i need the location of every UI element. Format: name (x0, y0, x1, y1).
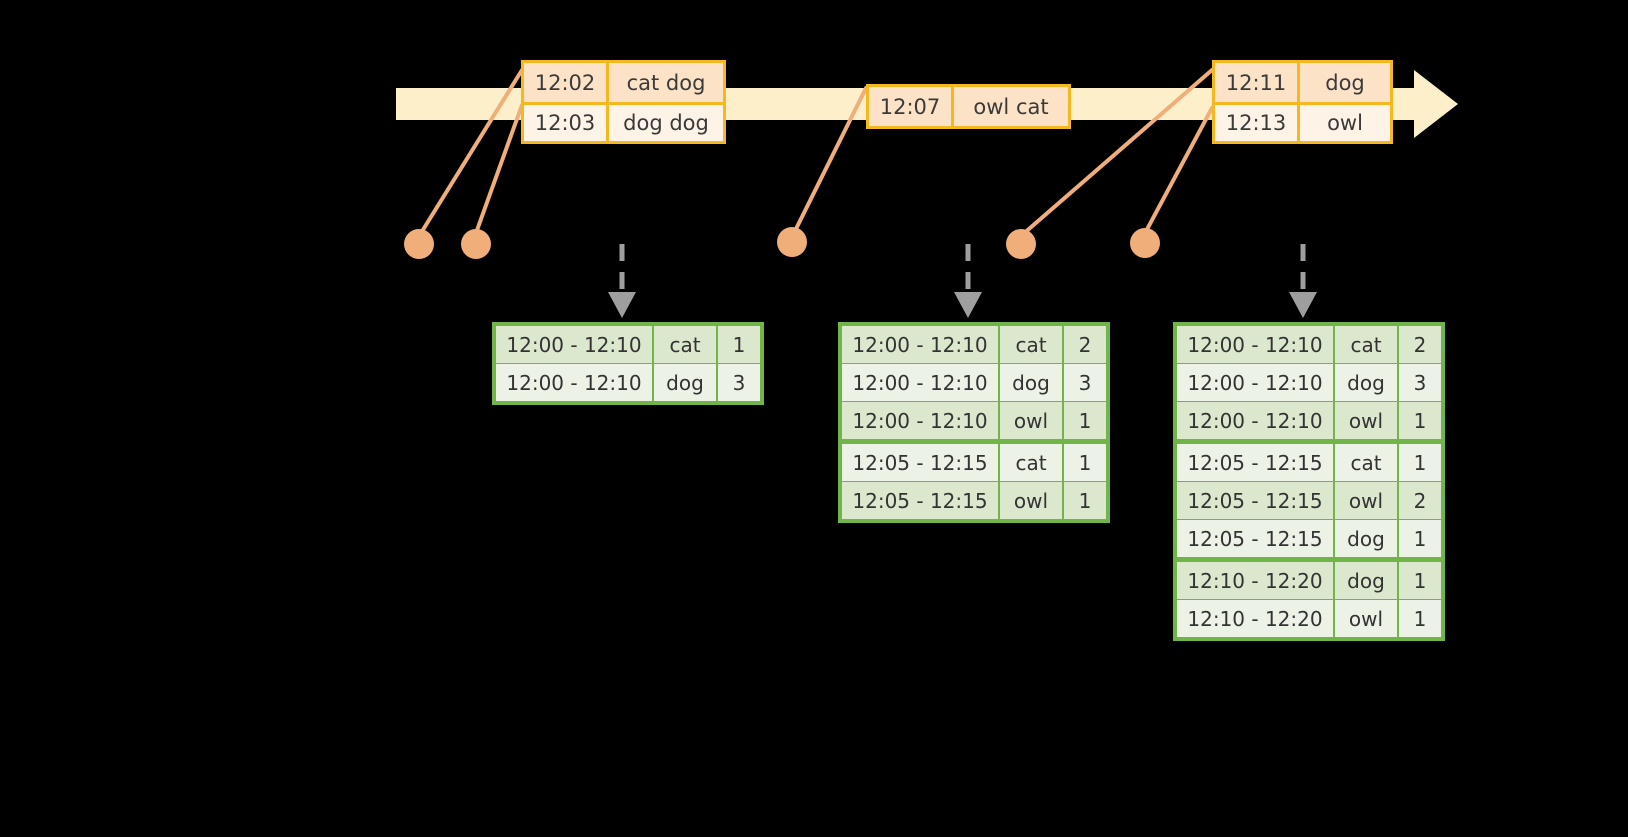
dashed-arrow-2 (954, 244, 982, 318)
table-row[interactable]: 12:05 - 12:15 cat 1 (1177, 444, 1441, 481)
event-row[interactable]: 12:07 owl cat (869, 87, 1068, 126)
cell-key: owl (1335, 482, 1397, 519)
table-row[interactable]: 12:00 - 12:10 cat 2 (842, 326, 1106, 363)
cell-count: 1 (718, 326, 760, 363)
result-dashed-arrows (608, 244, 1317, 318)
cell-key: cat (1335, 444, 1397, 481)
event-time: 12:13 (1215, 105, 1300, 141)
cell-key: dog (1000, 364, 1062, 401)
cell-count: 1 (1399, 562, 1441, 599)
table-row[interactable]: 12:00 - 12:10 dog 3 (496, 364, 760, 401)
cell-window: 12:00 - 12:10 (1177, 364, 1333, 401)
cell-window: 12:00 - 12:10 (842, 326, 998, 363)
cell-key: dog (1335, 364, 1397, 401)
cell-key: cat (654, 326, 716, 363)
table-row[interactable]: 12:00 - 12:10 cat 1 (496, 326, 760, 363)
cell-window: 12:10 - 12:20 (1177, 562, 1333, 599)
cell-window: 12:00 - 12:10 (1177, 402, 1333, 439)
result-table-1[interactable]: 12:00 - 12:10 cat 1 12:00 - 12:10 dog 3 (492, 322, 764, 405)
event-time: 12:02 (524, 63, 609, 102)
cell-key: owl (1000, 482, 1062, 519)
cell-window: 12:05 - 12:15 (1177, 520, 1333, 557)
cell-count: 1 (1399, 600, 1441, 637)
connector-line-2 (474, 103, 524, 235)
event-group-1[interactable]: 12:02 cat dog 12:03 dog dog (521, 60, 726, 144)
table-row[interactable]: 12:00 - 12:10 dog 3 (842, 364, 1106, 401)
cell-key: dog (1335, 562, 1397, 599)
cell-window: 12:05 - 12:15 (842, 444, 998, 481)
event-value: dog dog (623, 111, 709, 135)
event-group-2[interactable]: 12:07 owl cat (866, 84, 1071, 129)
event-row[interactable]: 12:13 owl (1215, 102, 1390, 141)
event-value: dog (1325, 70, 1365, 95)
cell-count: 1 (1399, 402, 1441, 439)
cell-count: 1 (1064, 444, 1106, 481)
cell-count: 3 (1064, 364, 1106, 401)
table-row[interactable]: 12:05 - 12:15 owl 1 (842, 482, 1106, 519)
table-row[interactable]: 12:05 - 12:15 cat 1 (842, 444, 1106, 481)
cell-count: 3 (718, 364, 760, 401)
event-time: 12:07 (869, 87, 954, 126)
event-value: cat dog (626, 70, 706, 95)
cell-count: 2 (1399, 482, 1441, 519)
cell-key: cat (1000, 444, 1062, 481)
cell-key: cat (1335, 326, 1397, 363)
table-row[interactable]: 12:00 - 12:10 dog 3 (1177, 364, 1441, 401)
table-row[interactable]: 12:05 - 12:15 owl 2 (1177, 482, 1441, 519)
cell-key: dog (654, 364, 716, 401)
cell-count: 2 (1064, 326, 1106, 363)
event-connector-lines (419, 68, 1214, 237)
marker-dot-3 (777, 227, 807, 257)
cell-window: 12:00 - 12:10 (842, 364, 998, 401)
cell-count: 1 (1064, 482, 1106, 519)
marker-dot-2 (461, 229, 491, 259)
marker-dot-5 (1130, 228, 1160, 258)
cell-key: owl (1000, 402, 1062, 439)
marker-dot-1 (404, 229, 434, 259)
table-row[interactable]: 12:10 - 12:20 dog 1 (1177, 562, 1441, 599)
connector-line-4 (1020, 68, 1214, 237)
result-table-2[interactable]: 12:00 - 12:10 cat 2 12:00 - 12:10 dog 3 … (838, 322, 1110, 523)
table-row[interactable]: 12:10 - 12:20 owl 1 (1177, 600, 1441, 637)
result-table-3[interactable]: 12:00 - 12:10 cat 2 12:00 - 12:10 dog 3 … (1173, 322, 1445, 641)
cell-key: owl (1335, 402, 1397, 439)
cell-key: dog (1335, 520, 1397, 557)
cell-window: 12:10 - 12:20 (1177, 600, 1333, 637)
event-time: 12:11 (1215, 63, 1300, 102)
event-value: owl (1327, 111, 1363, 135)
table-row[interactable]: 12:00 - 12:10 cat 2 (1177, 326, 1441, 363)
event-value: owl cat (973, 94, 1049, 119)
cell-count: 1 (1064, 402, 1106, 439)
cell-window: 12:05 - 12:15 (1177, 444, 1333, 481)
event-row[interactable]: 12:02 cat dog (524, 63, 723, 102)
cell-window: 12:00 - 12:10 (496, 364, 652, 401)
connector-line-3 (791, 86, 868, 237)
cell-window: 12:05 - 12:15 (842, 482, 998, 519)
event-row[interactable]: 12:11 dog (1215, 63, 1390, 102)
event-time: 12:03 (524, 105, 609, 141)
cell-window: 12:05 - 12:15 (1177, 482, 1333, 519)
dashed-arrow-1 (608, 244, 636, 318)
marker-dot-4 (1006, 229, 1036, 259)
connector-line-5 (1142, 106, 1214, 237)
table-row[interactable]: 12:00 - 12:10 owl 1 (1177, 402, 1441, 439)
cell-count: 1 (1399, 520, 1441, 557)
connector-line-1 (419, 68, 524, 235)
cell-count: 1 (1399, 444, 1441, 481)
dashed-arrow-3 (1289, 244, 1317, 318)
cell-count: 3 (1399, 364, 1441, 401)
table-row[interactable]: 12:05 - 12:15 dog 1 (1177, 520, 1441, 557)
cell-window: 12:00 - 12:10 (842, 402, 998, 439)
event-row[interactable]: 12:03 dog dog (524, 102, 723, 141)
cell-key: cat (1000, 326, 1062, 363)
table-row[interactable]: 12:00 - 12:10 owl 1 (842, 402, 1106, 439)
cell-key: owl (1335, 600, 1397, 637)
event-group-3[interactable]: 12:11 dog 12:13 owl (1212, 60, 1393, 144)
cell-window: 12:00 - 12:10 (1177, 326, 1333, 363)
cell-window: 12:00 - 12:10 (496, 326, 652, 363)
cell-count: 2 (1399, 326, 1441, 363)
marker-dots (404, 227, 1160, 259)
